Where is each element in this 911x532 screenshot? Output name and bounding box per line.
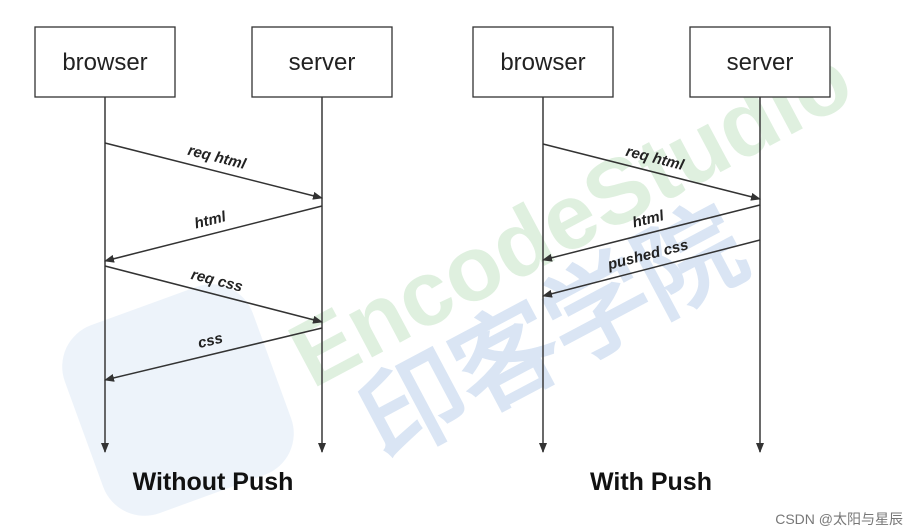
server-box	[251, 26, 393, 98]
message-arrow	[104, 265, 323, 324]
watermark-logo-shape	[62, 284, 294, 516]
watermark: EncodeStudio 印客学院	[62, 26, 868, 516]
message-arrow	[542, 143, 761, 201]
message-label: css	[196, 330, 224, 352]
message-arrow	[104, 142, 323, 200]
credit-text: CSDN @太阳与星辰	[775, 511, 903, 527]
browser-label: browser	[62, 49, 147, 76]
browser-box	[472, 26, 614, 98]
browser-box	[34, 26, 176, 98]
diagram-caption: With Push	[590, 468, 712, 496]
server-box	[689, 26, 831, 98]
browser-label: browser	[500, 49, 585, 76]
message-label: html	[193, 208, 229, 232]
message-arrow	[104, 205, 323, 263]
server-label: server	[727, 49, 794, 76]
message-arrow	[104, 327, 323, 382]
diagram-caption: Without Push	[133, 468, 294, 496]
message-label: req html	[186, 142, 248, 173]
message-arrow	[542, 239, 761, 298]
server-label: server	[289, 49, 356, 76]
message-arrow	[542, 204, 761, 262]
